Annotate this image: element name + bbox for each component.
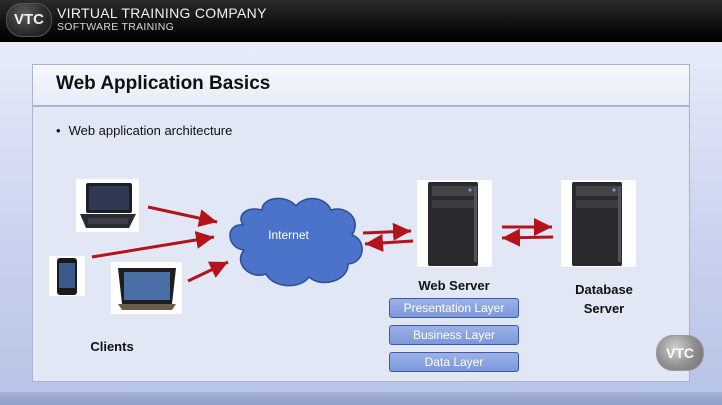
phone-icon [49,256,85,296]
database-server-icon [561,180,636,267]
arrow-database-to-webserver [501,228,554,247]
database-server-label-line2: Server [583,301,625,316]
company-name: VIRTUAL TRAINING COMPANY [57,5,267,21]
internet-label: Internet [268,228,309,242]
slide-title: Web Application Basics [56,73,271,94]
arrow-webserver-to-internet [364,233,414,252]
presentation-layer-box: Presentation Layer [389,298,519,318]
web-server-icon [417,180,492,267]
tablet-icon [111,262,182,314]
internet-cloud-icon [229,197,363,287]
bullet-dot: • [56,123,61,138]
company-tagline: SOFTWARE TRAINING [57,21,175,33]
database-server-label: Database Server [558,280,650,318]
bullet-item: • Web application architecture [56,123,232,138]
header-bar: VTC VIRTUAL TRAINING COMPANY SOFTWARE TR… [0,0,722,42]
arrow-phone-to-internet [91,231,215,259]
bottom-strip [0,392,722,405]
vtc-corner-logo: VTC [656,335,704,371]
database-server-label-line1: Database [575,282,633,297]
arrow-tablet-to-internet [187,260,229,283]
vtc-logo: VTC [6,3,52,37]
laptop-icon [76,179,139,232]
arrow-laptop-to-internet [147,205,218,227]
arrow-internet-to-webserver [362,222,412,241]
bullet-text: Web application architecture [68,123,233,138]
web-server-label: Web Server [418,278,490,293]
slide-header: Web Application Basics [33,65,689,107]
data-layer-box: Data Layer [389,352,519,372]
business-layer-box: Business Layer [389,325,519,345]
clients-label: Clients [90,339,134,354]
